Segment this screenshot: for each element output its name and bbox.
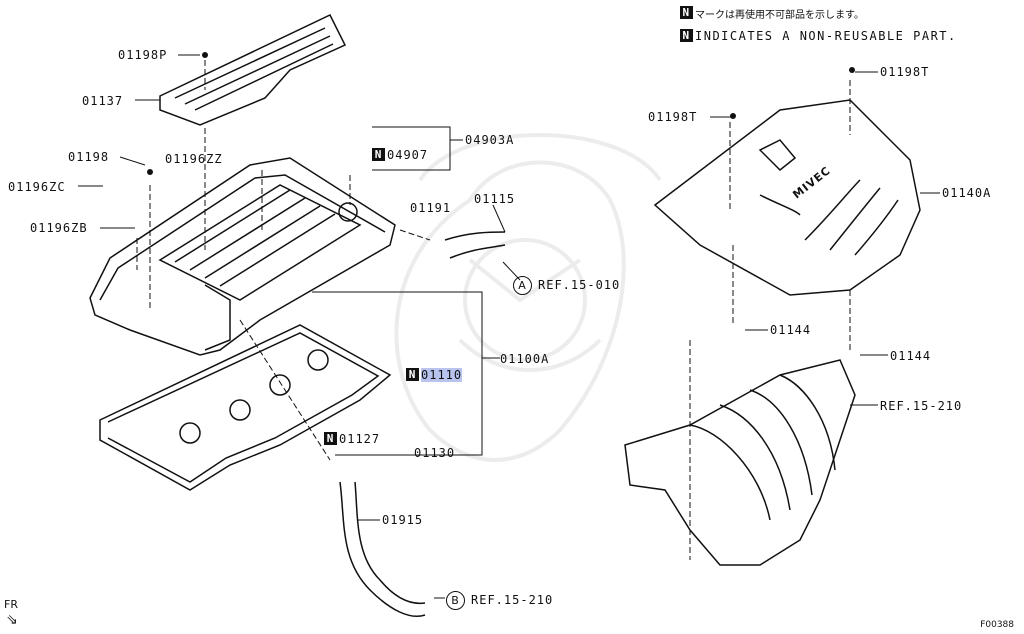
rocker-cover-drawing (89, 157, 396, 356)
ref-a[interactable]: A REF.15-010 (513, 276, 620, 295)
ref-b-text: REF.15-210 (471, 593, 554, 607)
non-reusable-marker: N (680, 29, 693, 42)
non-reusable-marker: N (372, 148, 385, 161)
breather-hose-drawing (339, 231, 506, 617)
part-01144-left[interactable]: 01144 (770, 323, 812, 337)
part-01115[interactable]: 01115 (474, 192, 516, 206)
non-reusable-marker: N (406, 368, 419, 381)
part-01191[interactable]: 01191 (410, 201, 452, 215)
top-cover-drawing (159, 14, 347, 126)
part-01198T-left[interactable]: 01198T (648, 110, 698, 124)
engine-cover-drawing (653, 99, 921, 296)
notice-en-text: INDICATES A NON-REUSABLE PART. (695, 29, 957, 43)
part-01137[interactable]: 01137 (82, 94, 124, 108)
figure-code: F00388 (980, 620, 1014, 630)
part-01196ZB[interactable]: 01196ZB (30, 221, 88, 235)
non-reusable-marker: N (324, 432, 337, 445)
part-04903A[interactable]: 04903A (465, 133, 515, 147)
part-01130[interactable]: 01130 (414, 446, 456, 460)
part-04907-label: 04907 (387, 148, 429, 162)
dashed-guide-lines (136, 60, 851, 560)
part-01144-right[interactable]: 01144 (890, 349, 932, 363)
part-01110-label: 01110 (421, 368, 463, 382)
part-01140A[interactable]: 01140A (942, 186, 992, 200)
ref-a-text: REF.15-010 (538, 278, 621, 292)
ref-manifold[interactable]: REF.15-210 (880, 399, 963, 413)
part-01196ZZ[interactable]: 01196ZZ (165, 152, 223, 166)
part-01198T-right[interactable]: 01198T (880, 65, 930, 79)
fr-direction-label: FR (4, 598, 18, 611)
ref-a-badge: A (513, 276, 532, 295)
ref-b-badge: B (446, 591, 465, 610)
leader-lines (78, 54, 940, 599)
fr-arrow-icon: ⇘ (6, 612, 18, 628)
part-01198[interactable]: 01198 (68, 150, 110, 164)
intake-manifold-drawing (624, 359, 856, 566)
ref-b[interactable]: B REF.15-210 (446, 591, 553, 610)
bolt-icons (147, 52, 855, 175)
part-01198P[interactable]: 01198P (118, 48, 168, 62)
gasket-drawing (99, 324, 392, 491)
part-01100A[interactable]: 01100A (500, 352, 550, 366)
part-01127-label: 01127 (339, 432, 381, 446)
notice-jp-text: マークは再使用不可部品を示します。 (695, 10, 864, 21)
part-01915[interactable]: 01915 (382, 513, 424, 527)
non-reusable-marker: N (680, 6, 693, 19)
part-01196ZC[interactable]: 01196ZC (8, 180, 66, 194)
watermark-logo (394, 133, 662, 462)
